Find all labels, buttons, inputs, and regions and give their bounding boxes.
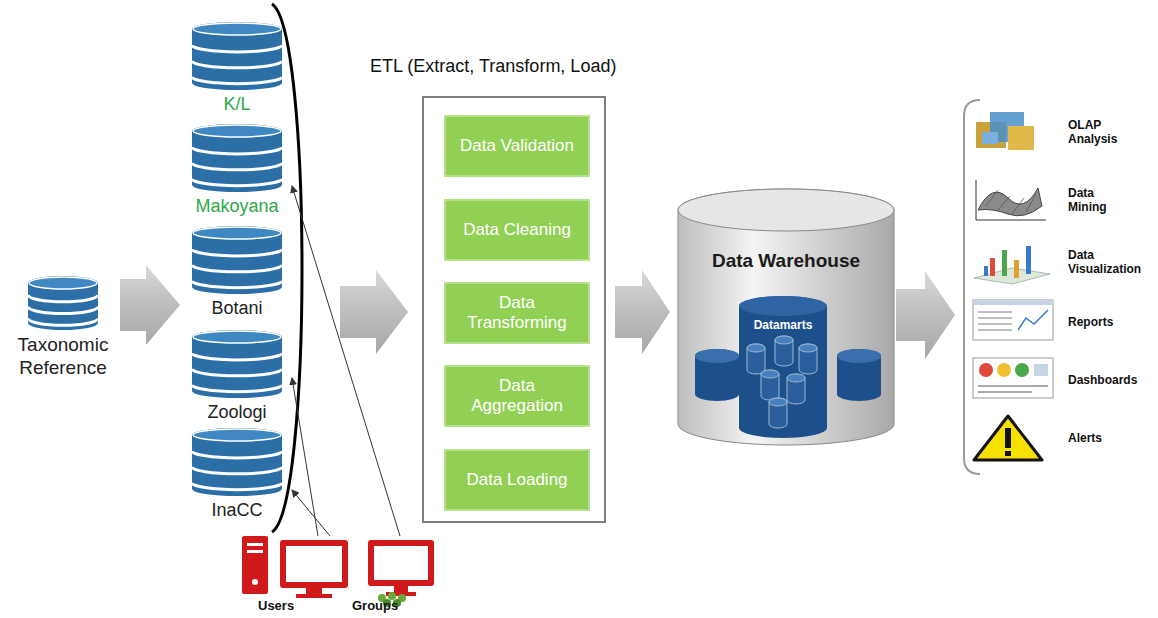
node-wh: Data WarehouseDatamarts xyxy=(677,188,895,446)
output-icon xyxy=(972,108,1054,156)
output-symbol xyxy=(972,356,1054,404)
output-bracket xyxy=(964,100,980,474)
node-label: Data Validation xyxy=(460,136,574,156)
node-step: Data Validation xyxy=(444,115,590,177)
output-icon xyxy=(972,414,1054,462)
node-label: Data Cleaning xyxy=(463,220,571,240)
node-out: Data Visualization xyxy=(972,238,1152,286)
node-label: Dashboards xyxy=(1068,373,1152,387)
node-etl: ETL (Extract, Transform, Load)Data Valid… xyxy=(422,96,606,523)
output-symbol xyxy=(972,108,1054,156)
database-icon xyxy=(192,330,282,398)
node-label: Data Transforming xyxy=(454,293,580,334)
computer-icon xyxy=(240,534,352,608)
output-icon xyxy=(972,238,1054,286)
output-symbol xyxy=(972,176,1054,224)
node-label: Makoyana xyxy=(182,196,292,218)
database-icon xyxy=(192,22,282,90)
database-symbol xyxy=(28,276,98,330)
output-symbol xyxy=(972,238,1054,286)
database-symbol xyxy=(192,22,282,90)
thin-arrow xyxy=(292,378,318,536)
node-out: Data Mining xyxy=(972,176,1130,224)
node-db: InaCC xyxy=(182,428,292,522)
output-icon xyxy=(972,176,1054,224)
node-dm: Datamarts xyxy=(739,296,827,438)
block-arrow xyxy=(615,270,670,354)
node-label: Users xyxy=(258,598,294,613)
node-label: Data Aggregation xyxy=(454,376,580,417)
node-label: Botani xyxy=(182,298,292,320)
output-symbol xyxy=(972,414,1054,462)
database-icon xyxy=(28,276,98,330)
output-icon xyxy=(972,356,1054,404)
node-step: Data Loading xyxy=(444,449,590,511)
node-out: Reports xyxy=(972,298,1152,346)
database-icon xyxy=(192,428,282,496)
database-symbol xyxy=(192,330,282,398)
node-out: OLAP Analysis xyxy=(972,108,1130,156)
node-label: Datamarts xyxy=(739,318,827,332)
node-label: Data Mining xyxy=(1068,186,1130,215)
node-label: OLAP Analysis xyxy=(1068,118,1130,147)
node-label: Data Warehouse xyxy=(677,250,895,272)
database-icon xyxy=(192,124,282,192)
node-out: Alerts xyxy=(972,414,1152,462)
node-label: Zoologi xyxy=(182,402,292,424)
block-arrow xyxy=(896,271,955,359)
thin-arrow xyxy=(292,490,330,536)
node-label: Groups xyxy=(352,598,398,613)
node-step: Data Cleaning xyxy=(444,199,590,261)
node-db: Taxonomic Reference xyxy=(8,276,118,380)
output-symbol xyxy=(972,298,1054,346)
node-label: ETL (Extract, Transform, Load) xyxy=(370,56,616,77)
database-symbol xyxy=(192,226,282,294)
database-icon xyxy=(192,226,282,294)
output-icon xyxy=(972,298,1054,346)
computer-icon xyxy=(352,534,448,608)
node-db: Makoyana xyxy=(182,124,292,218)
block-arrow xyxy=(120,265,180,345)
node-step: Data Transforming xyxy=(444,282,590,344)
node-out: Dashboards xyxy=(972,356,1152,404)
database-symbol xyxy=(192,428,282,496)
node-db: Zoologi xyxy=(182,330,292,424)
thin-arrow xyxy=(292,186,400,536)
node-label: K/L xyxy=(182,94,292,116)
node-pc: Groups xyxy=(352,534,448,616)
database-symbol xyxy=(192,124,282,192)
block-arrow xyxy=(340,270,408,354)
node-pc: Users xyxy=(240,534,352,616)
node-db: Botani xyxy=(182,226,292,320)
node-db: K/L xyxy=(182,22,292,116)
node-label: Data Visualization xyxy=(1068,248,1152,277)
node-step: Data Aggregation xyxy=(444,365,590,427)
node-label: Alerts xyxy=(1068,431,1152,445)
node-label: Data Loading xyxy=(466,470,567,490)
node-label: Taxonomic Reference xyxy=(8,334,118,380)
node-label: InaCC xyxy=(182,500,292,522)
node-label: Reports xyxy=(1068,315,1152,329)
datamart-cylinder xyxy=(739,296,827,438)
